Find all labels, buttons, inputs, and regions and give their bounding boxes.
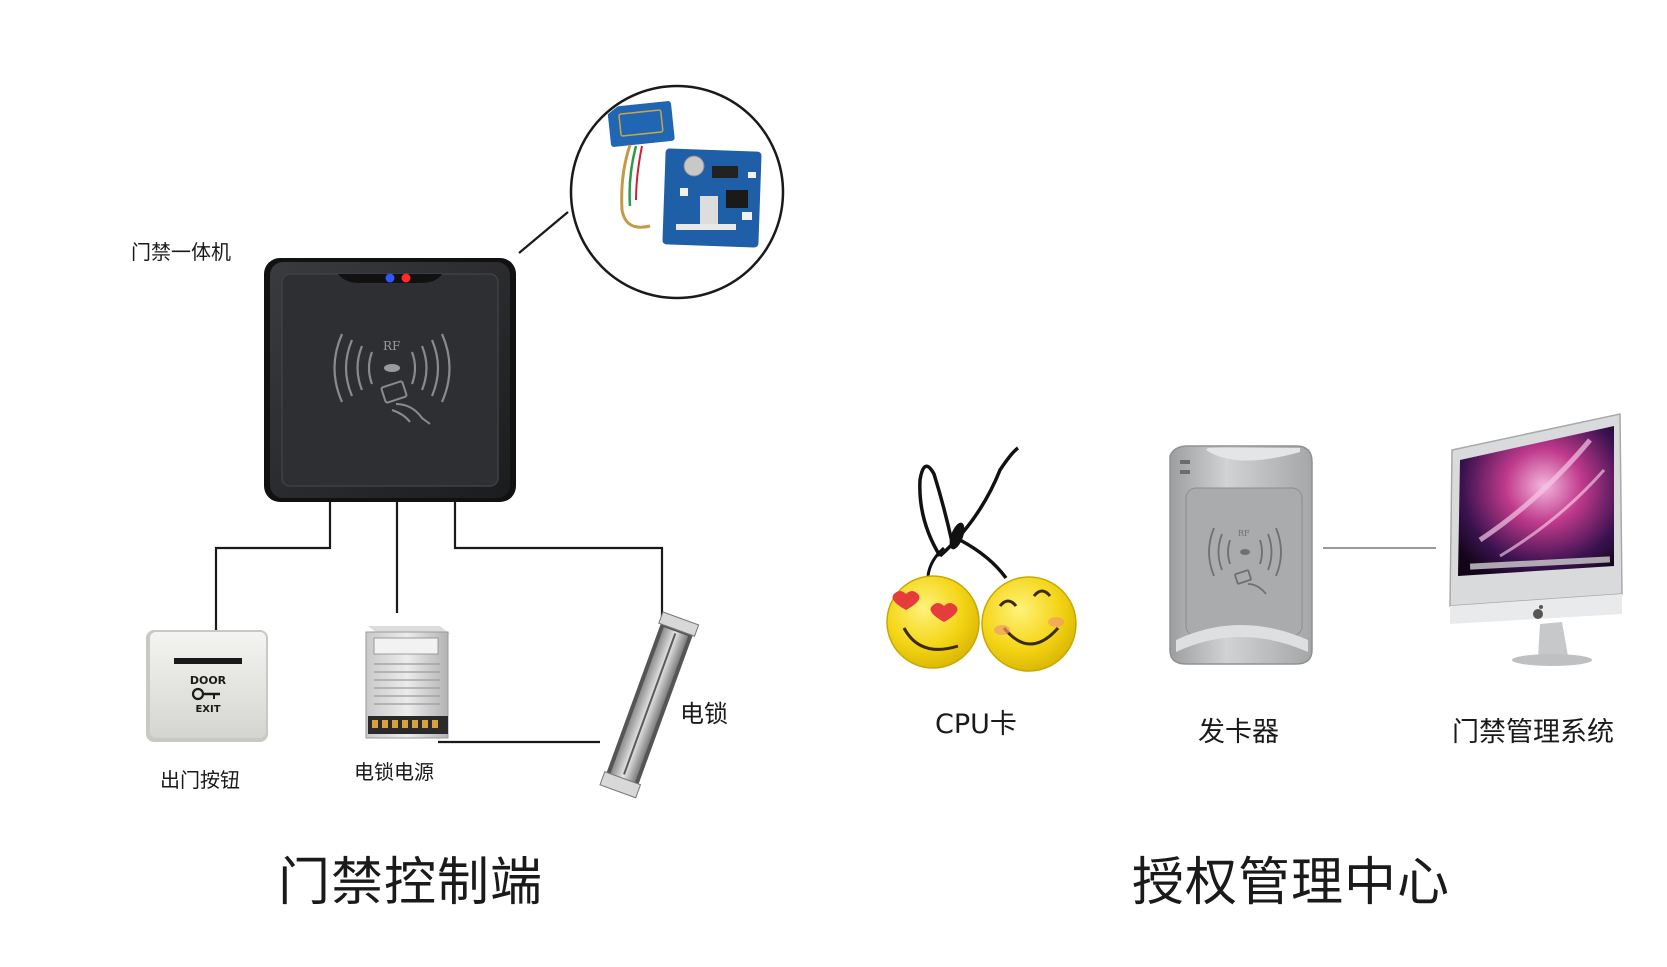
electric-lock-device <box>599 611 700 799</box>
exit-button-device: DOOR EXIT <box>146 630 268 742</box>
wiring-lines <box>214 211 664 744</box>
reader-rf-text: RF <box>383 339 400 353</box>
access-reader-device: RF <box>264 258 516 502</box>
heart-eye-icon <box>892 591 958 622</box>
happy-eyes-icon <box>998 589 1060 646</box>
cpu-card-tags <box>886 446 1077 672</box>
right-section-title: 授权管理中心 <box>1132 853 1451 913</box>
left-section-title: 门禁控制端 <box>278 853 544 913</box>
smile-icon <box>902 627 959 651</box>
exit-plate-exit-text: EXIT <box>195 704 220 715</box>
led-red-icon <box>401 273 411 283</box>
label-electric-lock: 电锁 <box>680 700 728 728</box>
key-icon <box>191 687 220 701</box>
card-issuer-device: RF <box>1169 445 1313 665</box>
rf-wave-icon <box>333 333 451 403</box>
issuer-rf-wave-icon <box>1208 527 1282 595</box>
label-management-system: 门禁管理系统 <box>1452 717 1614 748</box>
label-lock-power: 电锁电源 <box>354 760 434 784</box>
exit-plate-door-text: DOOR <box>190 674 227 687</box>
management-computer-device <box>1449 413 1623 666</box>
lock-power-device <box>365 626 450 739</box>
led-blue-icon <box>385 273 395 283</box>
pcb-zoom-circle <box>569 84 785 300</box>
hand-card-icon <box>380 380 431 425</box>
label-cpu-card: CPU卡 <box>935 709 1017 740</box>
label-card-issuer: 发卡器 <box>1198 717 1279 748</box>
label-access-reader: 门禁一体机 <box>131 240 231 264</box>
apple-logo-icon <box>1533 605 1543 619</box>
label-exit-button: 出门按钮 <box>160 768 240 792</box>
issuer-rf-text: RF <box>1238 529 1250 538</box>
